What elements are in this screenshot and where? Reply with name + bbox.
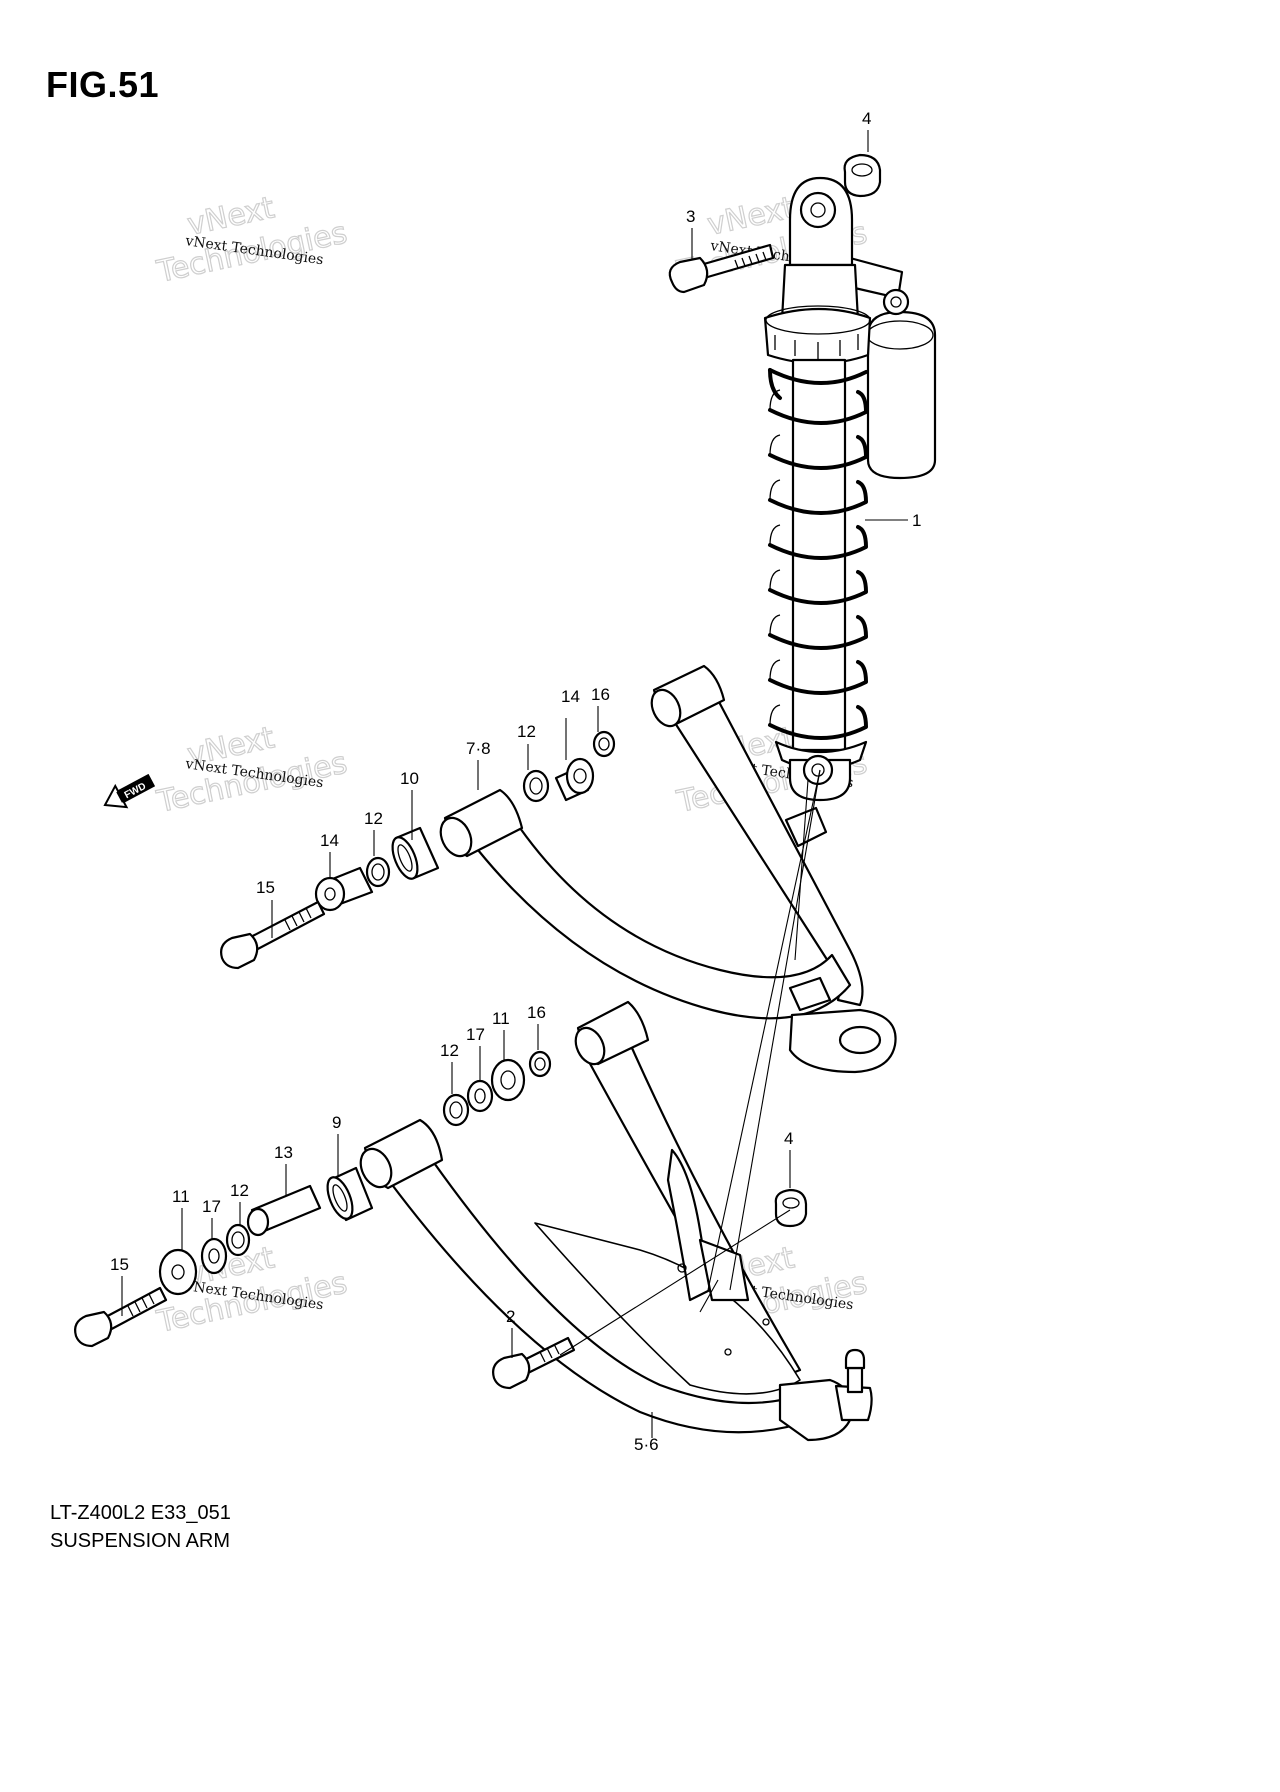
lower-shock-bolt (492, 1336, 576, 1390)
callout-12-front: 12 (364, 809, 383, 828)
leader-lines (121, 130, 908, 1438)
lower-nut-rear (528, 1050, 552, 1078)
callout-12-lower-front: 12 (230, 1181, 249, 1200)
callout-15-upper: 15 (256, 878, 275, 897)
callout-56: 5·6 (634, 1435, 659, 1454)
callout-15-lower: 15 (110, 1255, 129, 1274)
callout-4-lower: 4 (784, 1129, 793, 1148)
upper-arm (439, 664, 897, 1074)
watermark: vNext Technologies vNext Technologies vN… (153, 190, 871, 1341)
callout-1: 1 (912, 511, 921, 530)
upper-seal-rear (522, 769, 550, 803)
callout-16-lower: 16 (527, 1003, 546, 1022)
lower-seal-rear (442, 1093, 470, 1127)
callout-11-rear: 11 (492, 1009, 510, 1028)
upper-arm-bushing (391, 826, 440, 880)
upper-seal-front (365, 856, 391, 888)
shock-absorber (763, 176, 937, 802)
svg-text:FWD: FWD (123, 781, 148, 801)
callout-17-rear: 17 (466, 1025, 485, 1044)
top-bolt (668, 243, 775, 294)
figure-title: FIG.51 (46, 64, 160, 105)
callout-16-upper: 16 (591, 685, 610, 704)
fwd-arrow-icon: FWD (103, 773, 156, 809)
lower-arm (359, 1000, 873, 1442)
upper-spacer-front (314, 866, 374, 912)
figure-caption: SUSPENSION ARM (50, 1530, 231, 1552)
lower-shock-nut (774, 1188, 808, 1228)
callout-78: 7·8 (466, 739, 491, 758)
lower-washer-front (200, 1237, 228, 1275)
lower-sleeve (246, 1184, 322, 1237)
callout-14-front: 14 (320, 831, 339, 850)
figure-code: LT-Z400L2 E33_051 (50, 1502, 231, 1524)
upper-spacer-rear (554, 757, 595, 802)
upper-bolt-front (220, 900, 326, 970)
callout-3: 3 (686, 207, 695, 226)
upper-cap-rear (592, 730, 616, 758)
lower-arm-bushing (326, 1166, 374, 1222)
callout-17-front: 17 (202, 1197, 221, 1216)
callout-13: 13 (274, 1143, 293, 1162)
callout-12-rear: 12 (517, 722, 536, 741)
assembly-guide-lines (559, 769, 821, 1356)
lower-cap-front (158, 1248, 198, 1296)
callout-11-front: 11 (172, 1187, 190, 1206)
coil-spring (768, 368, 868, 740)
callout-12-lower-rear: 12 (440, 1041, 459, 1060)
callout-9: 9 (332, 1113, 341, 1132)
callout-14-rear: 14 (561, 687, 580, 706)
lower-bolt-front (74, 1286, 168, 1348)
lower-cap-rear (490, 1058, 526, 1102)
top-nut (843, 153, 882, 198)
lower-seal-front (225, 1223, 251, 1257)
lower-washer-rear (466, 1079, 494, 1113)
callout-numbers: 1 4 3 14 16 12 7·8 10 12 14 15 16 11 17 … (110, 109, 921, 1454)
callout-10: 10 (400, 769, 419, 788)
callout-4-top: 4 (862, 109, 871, 128)
callout-2: 2 (506, 1307, 515, 1326)
